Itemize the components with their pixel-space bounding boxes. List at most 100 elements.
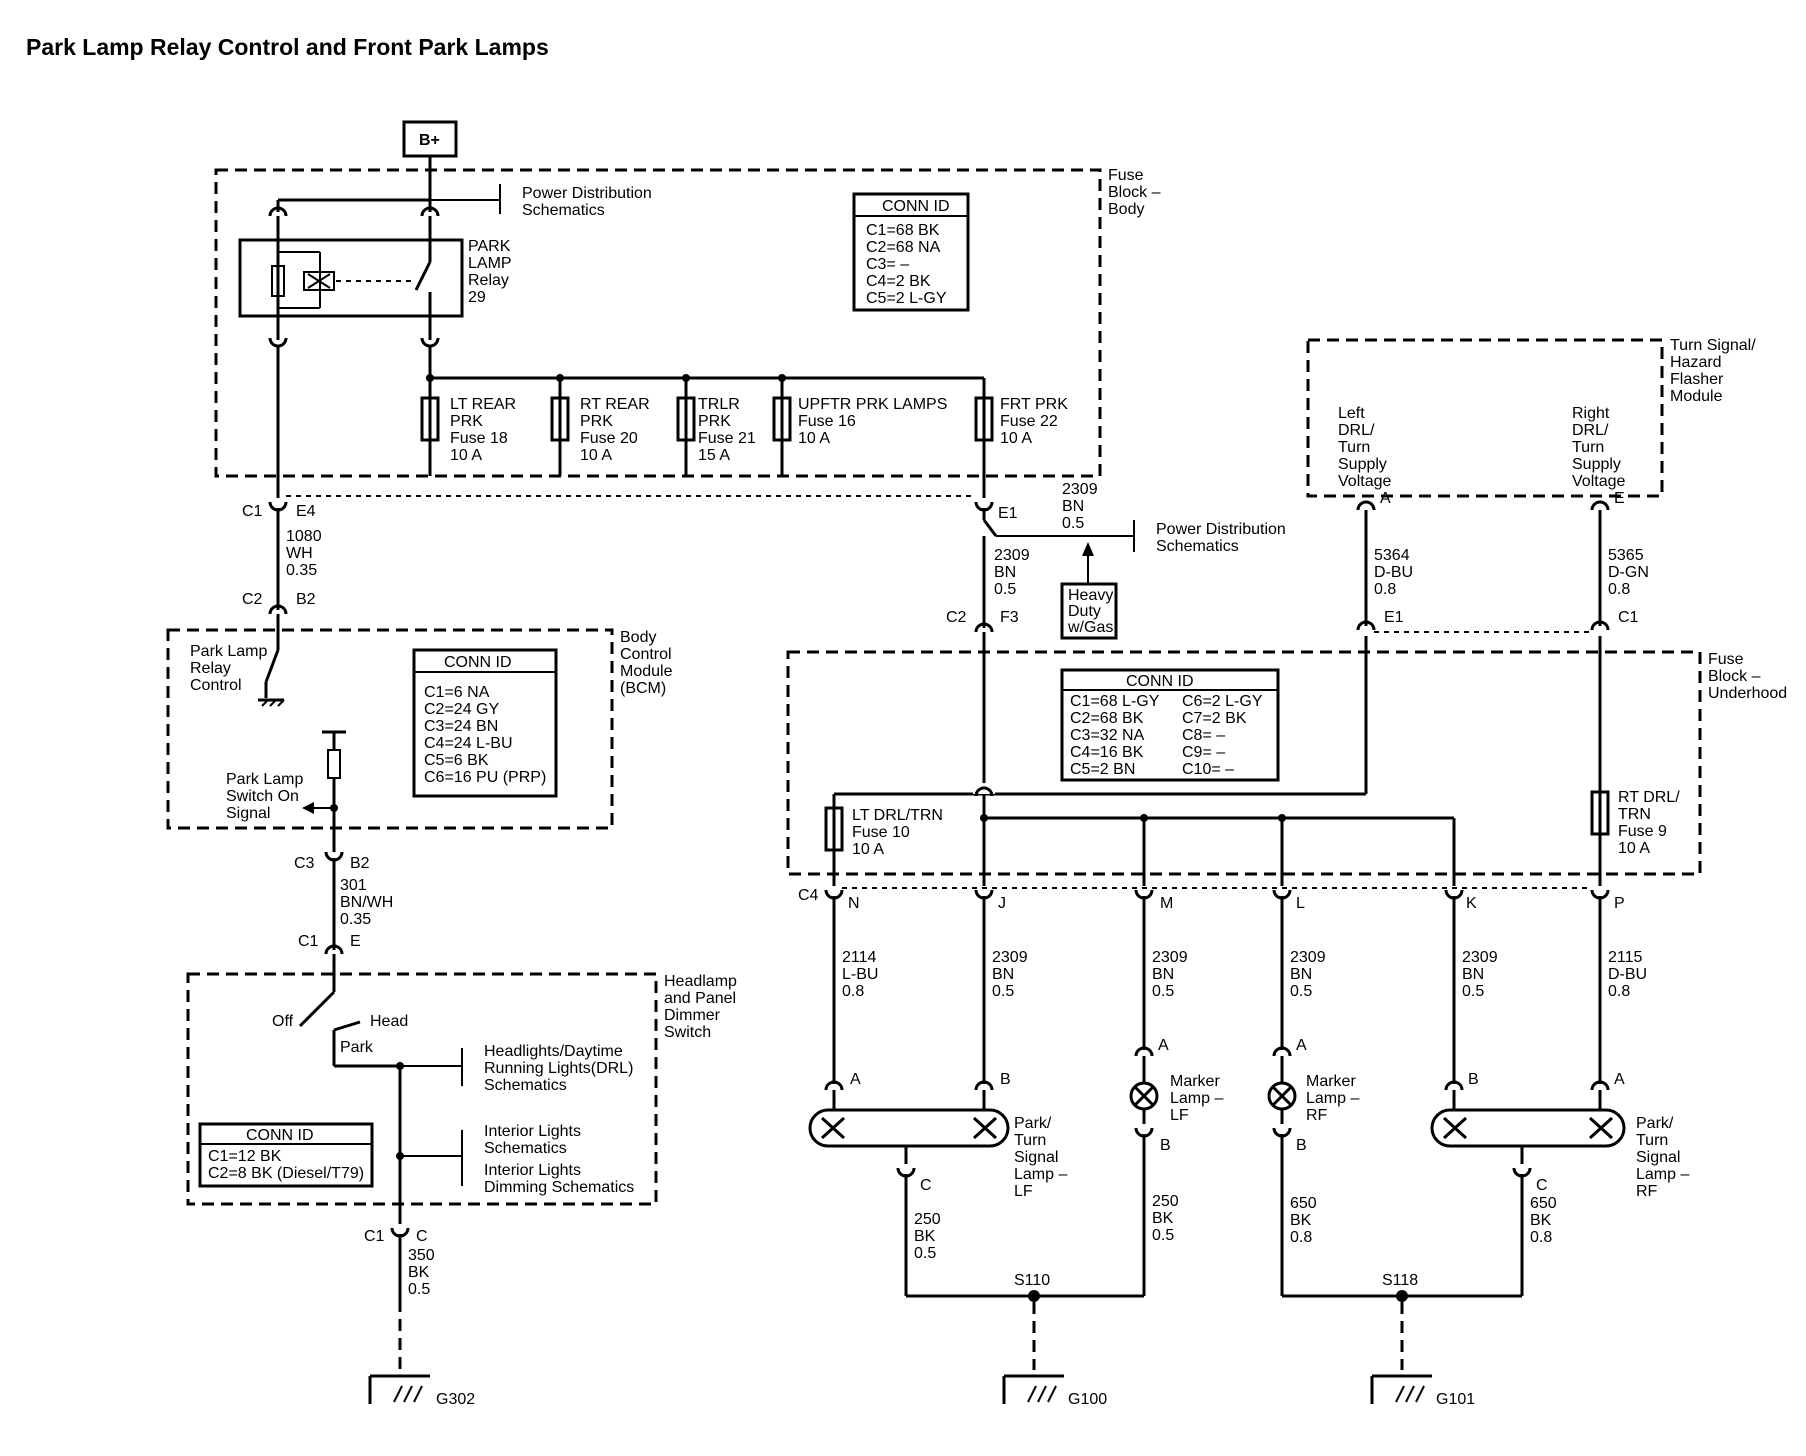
svg-text:2309: 2309 <box>1062 481 1098 498</box>
svg-text:BN/WH: BN/WH <box>340 894 393 911</box>
park-lamp-relay <box>238 238 464 318</box>
svg-text:RT REAR: RT REAR <box>580 396 650 413</box>
svg-text:Schematics: Schematics <box>484 1077 567 1094</box>
svg-text:BK: BK <box>1152 1210 1174 1227</box>
svg-text:10 A: 10 A <box>852 841 884 858</box>
svg-text:650: 650 <box>1530 1195 1557 1212</box>
svg-text:C4: C4 <box>798 887 819 904</box>
svg-text:Lamp –: Lamp – <box>1014 1166 1067 1183</box>
svg-text:C6=16 PU (PRP): C6=16 PU (PRP) <box>424 769 546 786</box>
svg-text:A: A <box>1614 1071 1625 1088</box>
svg-text:Lamp –: Lamp – <box>1306 1090 1359 1107</box>
svg-text:2309: 2309 <box>1152 949 1188 966</box>
svg-text:DRL/: DRL/ <box>1572 422 1609 439</box>
svg-text:Fuse 18: Fuse 18 <box>450 430 508 447</box>
svg-text:BN: BN <box>1290 966 1312 983</box>
svg-text:Fuse: Fuse <box>1708 651 1744 668</box>
svg-text:C2=24 GY: C2=24 GY <box>424 701 499 718</box>
svg-text:C6=2 L-GY: C6=2 L-GY <box>1182 693 1263 710</box>
svg-text:Schematics: Schematics <box>1156 538 1239 555</box>
svg-text:WH: WH <box>286 545 313 562</box>
ground-g302-icon <box>368 1374 430 1404</box>
svg-text:Interior Lights: Interior Lights <box>484 1162 581 1179</box>
svg-text:2309: 2309 <box>992 949 1028 966</box>
svg-text:1080: 1080 <box>286 528 322 545</box>
svg-text:C4=24 L-BU: C4=24 L-BU <box>424 735 513 752</box>
fuse-trlr-prk: TRLR PRK Fuse 21 15 A <box>676 378 756 476</box>
svg-text:B: B <box>1296 1137 1307 1154</box>
svg-text:10 A: 10 A <box>1618 840 1650 857</box>
svg-text:L: L <box>1296 895 1305 912</box>
svg-text:0.5: 0.5 <box>994 581 1016 598</box>
svg-text:LT DRL/TRN: LT DRL/TRN <box>852 807 943 824</box>
svg-text:Lamp –: Lamp – <box>1636 1166 1689 1183</box>
svg-text:350: 350 <box>408 1247 435 1264</box>
svg-text:Relay: Relay <box>190 660 231 677</box>
svg-text:250: 250 <box>914 1211 941 1228</box>
svg-text:0.35: 0.35 <box>286 562 317 579</box>
fuse-rt-rear-prk: RT REAR PRK Fuse 20 10 A <box>550 378 650 476</box>
svg-text:Turn: Turn <box>1014 1132 1046 1149</box>
svg-text:Fuse 20: Fuse 20 <box>580 430 638 447</box>
svg-text:(BCM): (BCM) <box>620 680 666 697</box>
svg-text:PRK: PRK <box>450 413 483 430</box>
marker-lamp-lf <box>1129 1056 1159 1124</box>
svg-text:0.5: 0.5 <box>1152 1227 1174 1244</box>
svg-text:C9= –: C9= – <box>1182 744 1225 761</box>
svg-text:250: 250 <box>1152 1193 1179 1210</box>
svg-text:0.5: 0.5 <box>1062 515 1084 532</box>
svg-text:CONN ID: CONN ID <box>246 1127 314 1144</box>
svg-text:BN: BN <box>1062 498 1084 515</box>
svg-text:C3=24 BN: C3=24 BN <box>424 718 498 735</box>
svg-text:C3: C3 <box>294 855 315 872</box>
svg-text:DRL/: DRL/ <box>1338 422 1375 439</box>
svg-text:C5=2 BN: C5=2 BN <box>1070 761 1135 778</box>
svg-text:D-BU: D-BU <box>1374 564 1413 581</box>
svg-text:E1: E1 <box>1384 609 1404 626</box>
svg-text:Park/: Park/ <box>1014 1115 1052 1132</box>
svg-text:Voltage: Voltage <box>1338 473 1391 490</box>
svg-text:Underhood: Underhood <box>1708 685 1787 702</box>
relay-label-2: LAMP <box>468 255 512 272</box>
svg-text:Turn: Turn <box>1572 439 1604 456</box>
svg-text:C2=68 BK: C2=68 BK <box>1070 710 1144 727</box>
svg-text:0.8: 0.8 <box>1374 581 1396 598</box>
svg-text:C: C <box>920 1177 932 1194</box>
svg-text:0.35: 0.35 <box>340 911 371 928</box>
ground-g101-icon <box>1370 1374 1432 1404</box>
svg-text:Marker: Marker <box>1306 1073 1356 1090</box>
svg-text:G100: G100 <box>1068 1391 1107 1408</box>
diagram-title: Park Lamp Relay Control and Front Park L… <box>26 34 549 60</box>
svg-text:C2=68 NA: C2=68 NA <box>866 239 941 256</box>
svg-text:B: B <box>1160 1137 1171 1154</box>
svg-text:Park: Park <box>340 1039 374 1056</box>
headlamp-switch-module <box>186 972 658 1206</box>
svg-text:C7=2 BK: C7=2 BK <box>1182 710 1247 727</box>
svg-text:J: J <box>998 895 1006 912</box>
svg-text:BN: BN <box>994 564 1016 581</box>
conn-id-table-bcm: CONN ID C1=6 NA C2=24 GY C3=24 BN C4=24 … <box>412 648 558 798</box>
svg-text:BK: BK <box>914 1228 936 1245</box>
svg-text:C1=12 BK: C1=12 BK <box>208 1148 282 1165</box>
svg-text:Control: Control <box>190 677 242 694</box>
svg-text:Fuse 10: Fuse 10 <box>852 824 910 841</box>
svg-text:Signal: Signal <box>226 805 270 822</box>
svg-text:Schematics: Schematics <box>484 1140 567 1157</box>
svg-text:C2=8 BK (Diesel/T79): C2=8 BK (Diesel/T79) <box>208 1165 364 1182</box>
fuse-block-body-label-3: Body <box>1108 201 1144 218</box>
svg-text:650: 650 <box>1290 1195 1317 1212</box>
svg-text:0.8: 0.8 <box>1530 1229 1552 1246</box>
svg-text:Turn: Turn <box>1338 439 1370 456</box>
svg-text:2115: 2115 <box>1608 949 1643 966</box>
svg-text:TRN: TRN <box>1618 806 1651 823</box>
svg-text:C2: C2 <box>946 609 967 626</box>
fuse-block-underhood <box>786 650 1702 876</box>
fuse-upftr-prk-lamps: UPFTR PRK LAMPS Fuse 16 10 A <box>772 378 947 476</box>
svg-text:C3= –: C3= – <box>866 256 909 273</box>
svg-text:C5=6 BK: C5=6 BK <box>424 752 489 769</box>
park-turn-signal-lamp-rf <box>1430 1090 1626 1164</box>
svg-text:Fuse 21: Fuse 21 <box>698 430 756 447</box>
svg-text:15 A: 15 A <box>698 447 730 464</box>
svg-text:Supply: Supply <box>1572 456 1621 473</box>
svg-text:A: A <box>850 1071 861 1088</box>
